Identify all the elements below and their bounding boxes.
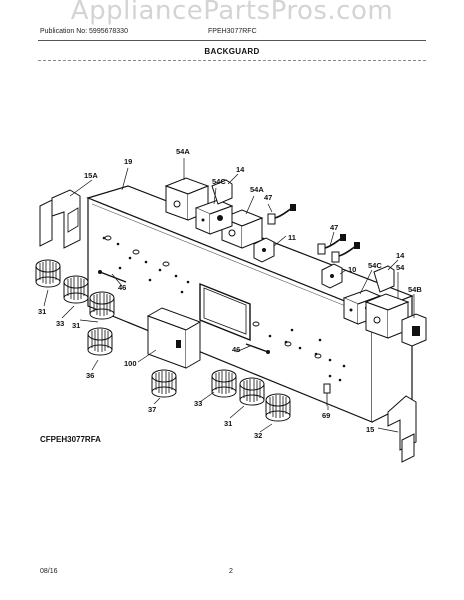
callout-15: 15 [366,425,374,434]
callout-54a-mid: 54A [250,185,264,194]
callout-19: 19 [124,157,132,166]
callout-36: 36 [86,371,94,380]
watermark: AppliancePartsPros.com [70,0,394,26]
part-47-top [267,203,297,225]
callout-54c-right: 54C [368,261,382,270]
callout-47-right: 47 [330,223,338,232]
callout-14-top: 14 [236,165,245,174]
footer-date: 08/16 [40,568,58,575]
part-10 [321,263,343,289]
part-54b [401,313,427,347]
header-rule [38,40,426,41]
page-number: 2 [229,568,233,575]
screw-46-left [98,270,127,283]
callout-31-c: 31 [224,419,232,428]
callout-46-mid: 46 [232,345,240,354]
callout-15a: 15A [84,171,98,180]
part-47-right-a [317,233,347,255]
part-47-right-b [331,241,361,263]
knob-37 [151,369,177,398]
callout-54b: 54B [408,285,422,294]
part-14-right [373,265,395,293]
part-11 [253,237,275,263]
callout-11: 11 [288,233,296,242]
diagram-code: CFPEH3077RFA [40,435,101,444]
part-14-top [211,179,233,205]
callout-32: 32 [254,431,262,440]
callout-54: 54 [396,263,405,272]
callout-69: 69 [322,411,330,420]
knob-33-b [211,369,237,398]
knob-33-a [63,275,89,304]
knob-32 [265,393,291,422]
knob-36 [87,327,113,356]
page-title: BACKGUARD [204,47,260,56]
callout-54c-top: 54C [212,177,226,186]
callout-33-a: 33 [56,319,64,328]
knob-31-c [239,377,265,406]
callout-47-top: 47 [264,193,272,202]
callout-31-a: 31 [38,307,46,316]
callout-33-b: 33 [194,399,202,408]
callout-10: 10 [348,265,356,274]
model-number: FPEH3077RFC [208,28,257,35]
part-69 [323,383,331,406]
callout-37: 37 [148,405,156,414]
screw-46-mid [245,343,270,354]
callout-100: 100 [124,359,137,368]
bracket-15 [387,395,417,463]
publication-number: Publication No: 5995678330 [40,28,128,35]
leader-lines [43,158,415,433]
knob-31-a [35,259,61,288]
callout-46-left: 46 [118,283,126,292]
callout-14-right: 14 [396,251,405,260]
title-rule [38,60,426,61]
callout-31-b: 31 [72,321,80,330]
callout-54a-top: 54A [176,147,190,156]
part-100-module [146,307,202,369]
bracket-15a [39,189,81,249]
